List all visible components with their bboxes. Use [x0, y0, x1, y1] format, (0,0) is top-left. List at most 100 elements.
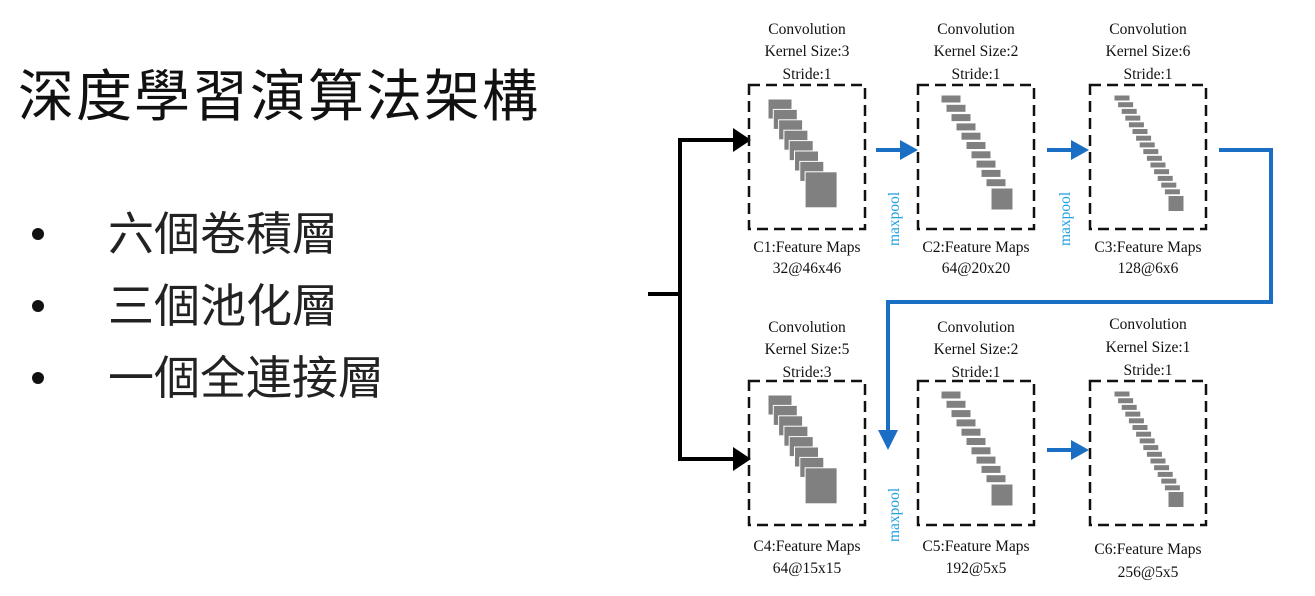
arrow-head-icon — [900, 140, 918, 160]
feature-map-slice — [940, 94, 962, 104]
feature-map-slice — [1156, 470, 1174, 478]
feature-map-slice — [980, 168, 1002, 178]
feature-map-label: C4:Feature Maps — [753, 538, 860, 555]
feature-map-slice — [1131, 424, 1149, 431]
feature-map-slice — [1127, 121, 1145, 129]
bullet-text: 一個全連接層 — [108, 351, 384, 405]
feature-map-slice — [1167, 491, 1185, 508]
feature-map-slice — [1156, 174, 1174, 182]
bullet-item: 六個卷積層 — [20, 198, 384, 270]
layer-param-label: Kernel Size:3 — [765, 43, 850, 60]
bullet-dot — [32, 300, 44, 312]
feature-map-label: 256@5x5 — [1118, 564, 1179, 581]
feature-map-slice — [1124, 410, 1142, 418]
feature-map-slice — [960, 427, 982, 437]
feature-map-slice — [1167, 195, 1185, 212]
feature-map-slice — [1142, 444, 1160, 452]
feature-map-label: 192@5x5 — [946, 560, 1007, 577]
feature-map-label: 32@46x46 — [773, 260, 842, 277]
arrow-head-icon — [1071, 140, 1089, 160]
feature-map-label: C2:Feature Maps — [922, 239, 1029, 256]
feature-map-slice — [1145, 450, 1163, 458]
layer-param-label: Kernel Size:1 — [1106, 339, 1191, 356]
feature-map-slice — [985, 178, 1007, 188]
bullet-list: 六個卷積層 三個池化層 一個全連接層 — [20, 198, 384, 414]
maxpool-label: maxpool — [1057, 192, 1074, 246]
layer-param-label: Kernel Size:2 — [934, 43, 1019, 60]
layer-param-label: Stride:1 — [1123, 66, 1172, 83]
feature-map-slice — [975, 455, 997, 465]
feature-map-label: C5:Feature Maps — [922, 538, 1029, 555]
feature-map-slice — [990, 187, 1014, 211]
layer-param-label: Stride:1 — [951, 66, 1000, 83]
layer-param-label: Stride:1 — [782, 66, 831, 83]
feature-map-slice — [975, 159, 997, 169]
feature-map-slice — [985, 474, 1007, 484]
input-branch-connector — [648, 128, 751, 471]
feature-map-slice — [960, 131, 982, 141]
feature-map-slice — [1113, 94, 1131, 102]
layer-param-label: Convolution — [937, 21, 1015, 38]
feature-map-label: 128@6x6 — [1118, 260, 1179, 277]
layer-param-label: Convolution — [768, 21, 846, 38]
feature-map-slice — [1160, 477, 1178, 485]
feature-map-slice — [1135, 430, 1153, 438]
feature-map-slice — [804, 171, 838, 209]
wrap-connector — [886, 148, 1273, 432]
layer-param-label: Convolution — [768, 319, 846, 336]
feature-map-slice — [955, 122, 977, 132]
feature-map-slice — [955, 418, 977, 428]
feature-map-slice — [1160, 181, 1178, 189]
feature-map-slice — [1138, 141, 1156, 149]
feature-map-slice — [1138, 437, 1156, 445]
feature-map-slice — [1120, 403, 1138, 411]
feature-map-slice — [1117, 101, 1135, 109]
feature-map-label: 64@15x15 — [773, 560, 842, 577]
feature-map-slice — [1149, 161, 1167, 169]
layer-param-label: Convolution — [937, 319, 1015, 336]
feature-map-slice — [804, 467, 838, 505]
dashed-layer-box — [747, 379, 867, 527]
feature-map-label: C1:Feature Maps — [753, 239, 860, 256]
dashed-layer-box — [1088, 379, 1208, 527]
bullet-text: 六個卷積層 — [108, 207, 338, 261]
dashed-layer-box — [916, 83, 1036, 231]
layer-param-label: Kernel Size:2 — [934, 341, 1019, 358]
feature-map-slice — [945, 399, 967, 409]
layer-param-label: Kernel Size:5 — [765, 341, 850, 358]
feature-map-slice — [980, 464, 1002, 474]
arrow-head-icon — [1071, 440, 1089, 460]
bullet-dot — [32, 228, 44, 240]
feature-map-slice — [1117, 397, 1135, 405]
layer-param-label: Stride:3 — [782, 364, 831, 381]
feature-map-slice — [1120, 107, 1138, 115]
feature-map-slice — [965, 141, 987, 150]
feature-map-slice — [1113, 390, 1131, 398]
layer-param-label: Convolution — [1109, 21, 1187, 38]
feature-map-slice — [1153, 168, 1171, 176]
feature-map-slice — [1163, 484, 1181, 492]
feature-map-slice — [1149, 457, 1167, 465]
feature-map-label: C3:Feature Maps — [1094, 239, 1201, 256]
arrow-head-icon — [733, 128, 751, 152]
feature-map-slice — [965, 437, 987, 446]
page-title: 深度學習演算法架構 — [18, 65, 540, 130]
feature-map-slice — [1127, 417, 1145, 425]
bullet-item: 一個全連接層 — [20, 342, 384, 414]
feature-map-slice — [1135, 134, 1153, 142]
bullet-dot — [32, 372, 44, 384]
feature-map-slice — [950, 113, 972, 123]
feature-map-slice — [1153, 464, 1171, 472]
feature-map-slice — [1163, 188, 1181, 196]
feature-map-slice — [950, 409, 972, 419]
feature-map-label: 64@20x20 — [942, 260, 1011, 277]
layer-param-label: Kernel Size:6 — [1106, 43, 1191, 60]
dashed-layer-box — [747, 83, 867, 231]
feature-map-slice — [970, 446, 992, 456]
